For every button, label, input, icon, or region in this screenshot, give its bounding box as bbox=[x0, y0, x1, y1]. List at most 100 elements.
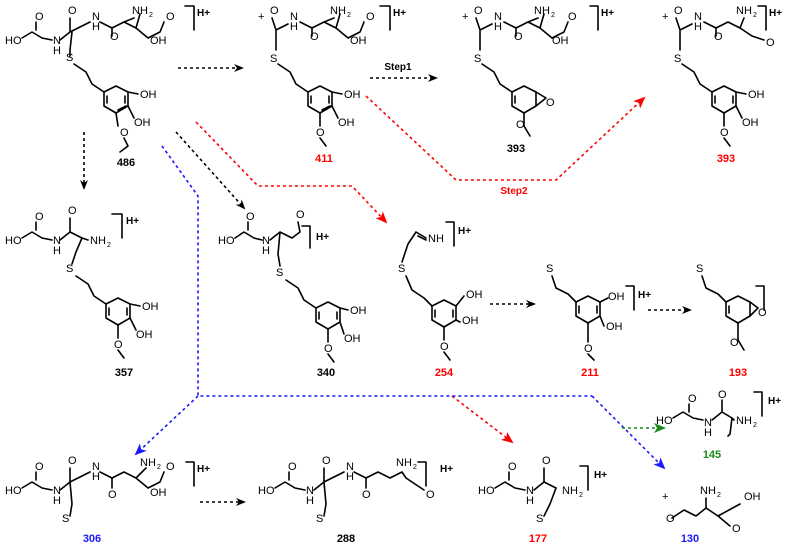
atom-h: H bbox=[346, 471, 354, 483]
atom-o: O bbox=[296, 209, 305, 221]
atom-sub2: 2 bbox=[107, 242, 111, 249]
atom-plus: + bbox=[662, 11, 668, 23]
atom-nh2: NH bbox=[330, 5, 346, 17]
atom-oh: OH bbox=[344, 333, 361, 345]
atom-o: O bbox=[508, 461, 517, 473]
atom-s: S bbox=[546, 263, 553, 275]
compound-label-306: 306 bbox=[83, 533, 101, 545]
atom-s: S bbox=[270, 53, 277, 65]
atom-o: O bbox=[516, 119, 525, 131]
compound-340: HO O N H O S H+ OH OH O 340 bbox=[218, 209, 367, 379]
atom-o: O bbox=[322, 455, 331, 467]
atom-o: O bbox=[766, 37, 775, 49]
atom-n: N bbox=[92, 461, 100, 473]
atom-o: O bbox=[120, 127, 129, 139]
atom-oh: OH bbox=[150, 487, 167, 499]
atom-oh: OH bbox=[136, 329, 153, 341]
atom-ho: HO bbox=[656, 415, 673, 427]
charge-label: H+ bbox=[440, 464, 453, 475]
atom-oh: OH bbox=[350, 305, 367, 317]
charge-label: H+ bbox=[601, 8, 614, 19]
atom-ho: HO bbox=[5, 485, 22, 497]
atom-o: O bbox=[324, 343, 333, 355]
atom-sub2: 2 bbox=[551, 12, 555, 19]
atom-h: H bbox=[494, 21, 502, 33]
atom-n: N bbox=[53, 35, 61, 47]
atom-s: S bbox=[316, 513, 323, 525]
atom-plus: + bbox=[662, 491, 668, 503]
atom-o: O bbox=[546, 97, 555, 109]
atom-o: O bbox=[758, 307, 767, 319]
atom-n: N bbox=[346, 461, 354, 473]
atom-o: O bbox=[270, 5, 279, 17]
atom-ho: HO bbox=[218, 235, 235, 247]
compound-label-211: 211 bbox=[581, 367, 599, 379]
atom-oh: OH bbox=[134, 117, 151, 129]
compound-label-486: 486 bbox=[117, 157, 135, 169]
atom-n: N bbox=[53, 485, 61, 497]
atom-o: O bbox=[674, 5, 683, 17]
atom-o: O bbox=[108, 489, 117, 501]
atom-o: O bbox=[362, 489, 371, 501]
atom-ho: HO bbox=[478, 485, 495, 497]
atom-o: O bbox=[584, 343, 593, 355]
atom-o: O bbox=[110, 31, 119, 43]
atom-sub2: 2 bbox=[579, 492, 583, 499]
step2-label: Step2 bbox=[500, 186, 528, 197]
atom-oh: OH bbox=[744, 491, 761, 503]
atom-n: N bbox=[53, 235, 61, 247]
atom-h: H bbox=[262, 245, 270, 257]
atom-oh: OH bbox=[344, 89, 361, 101]
charge-label: H+ bbox=[768, 396, 781, 407]
atom-o: O bbox=[714, 31, 723, 43]
atom-o: O bbox=[68, 205, 77, 217]
atom-sub2: 2 bbox=[413, 464, 417, 471]
step1-label: Step1 bbox=[384, 62, 412, 73]
arrow-to-130 bbox=[591, 395, 666, 470]
compound-label-288: 288 bbox=[337, 533, 355, 545]
arrow-486-to-340 bbox=[175, 131, 246, 210]
atom-oh: OH bbox=[350, 35, 367, 47]
atom-oh: OH bbox=[466, 289, 483, 301]
atom-h: H bbox=[526, 495, 534, 507]
charge-label: H+ bbox=[594, 470, 607, 481]
atom-o: O bbox=[718, 389, 727, 401]
compound-254: NH S H+ OH OH O 254 bbox=[398, 221, 483, 379]
atom-oh: OH bbox=[608, 291, 625, 303]
atom-n: N bbox=[306, 485, 314, 497]
atom-o: O bbox=[730, 337, 739, 349]
atom-sub2: 2 bbox=[753, 422, 757, 429]
atom-o: O bbox=[166, 11, 175, 23]
atom-o: O bbox=[166, 461, 175, 473]
atom-o: O bbox=[316, 127, 325, 139]
compound-label-177: 177 bbox=[529, 533, 547, 545]
atom-o: O bbox=[68, 455, 77, 467]
atom-nh2: NH bbox=[132, 5, 148, 17]
atom-o: O bbox=[688, 393, 697, 405]
atom-n: N bbox=[694, 11, 702, 23]
atom-oh: OH bbox=[606, 321, 623, 333]
atom-o: O bbox=[720, 127, 729, 139]
atom-o: O bbox=[568, 11, 577, 23]
atom-h: H bbox=[53, 245, 61, 257]
compound-193: S O O 193 bbox=[696, 263, 767, 379]
atom-o: O bbox=[35, 461, 44, 473]
atom-o: O bbox=[474, 5, 483, 17]
atom-n: N bbox=[526, 485, 534, 497]
atom-s: S bbox=[398, 263, 405, 275]
atom-h: H bbox=[290, 21, 298, 33]
arrow-to-306 bbox=[134, 395, 199, 456]
atom-o: O bbox=[542, 455, 551, 467]
arrow-411-to-393-red bbox=[365, 95, 646, 181]
atom-nh2: NH bbox=[396, 457, 412, 469]
atom-sub2: 2 bbox=[157, 464, 161, 471]
atom-o: O bbox=[514, 31, 523, 43]
atom-oh: OH bbox=[748, 89, 765, 101]
atom-nh2: NH bbox=[700, 485, 716, 497]
